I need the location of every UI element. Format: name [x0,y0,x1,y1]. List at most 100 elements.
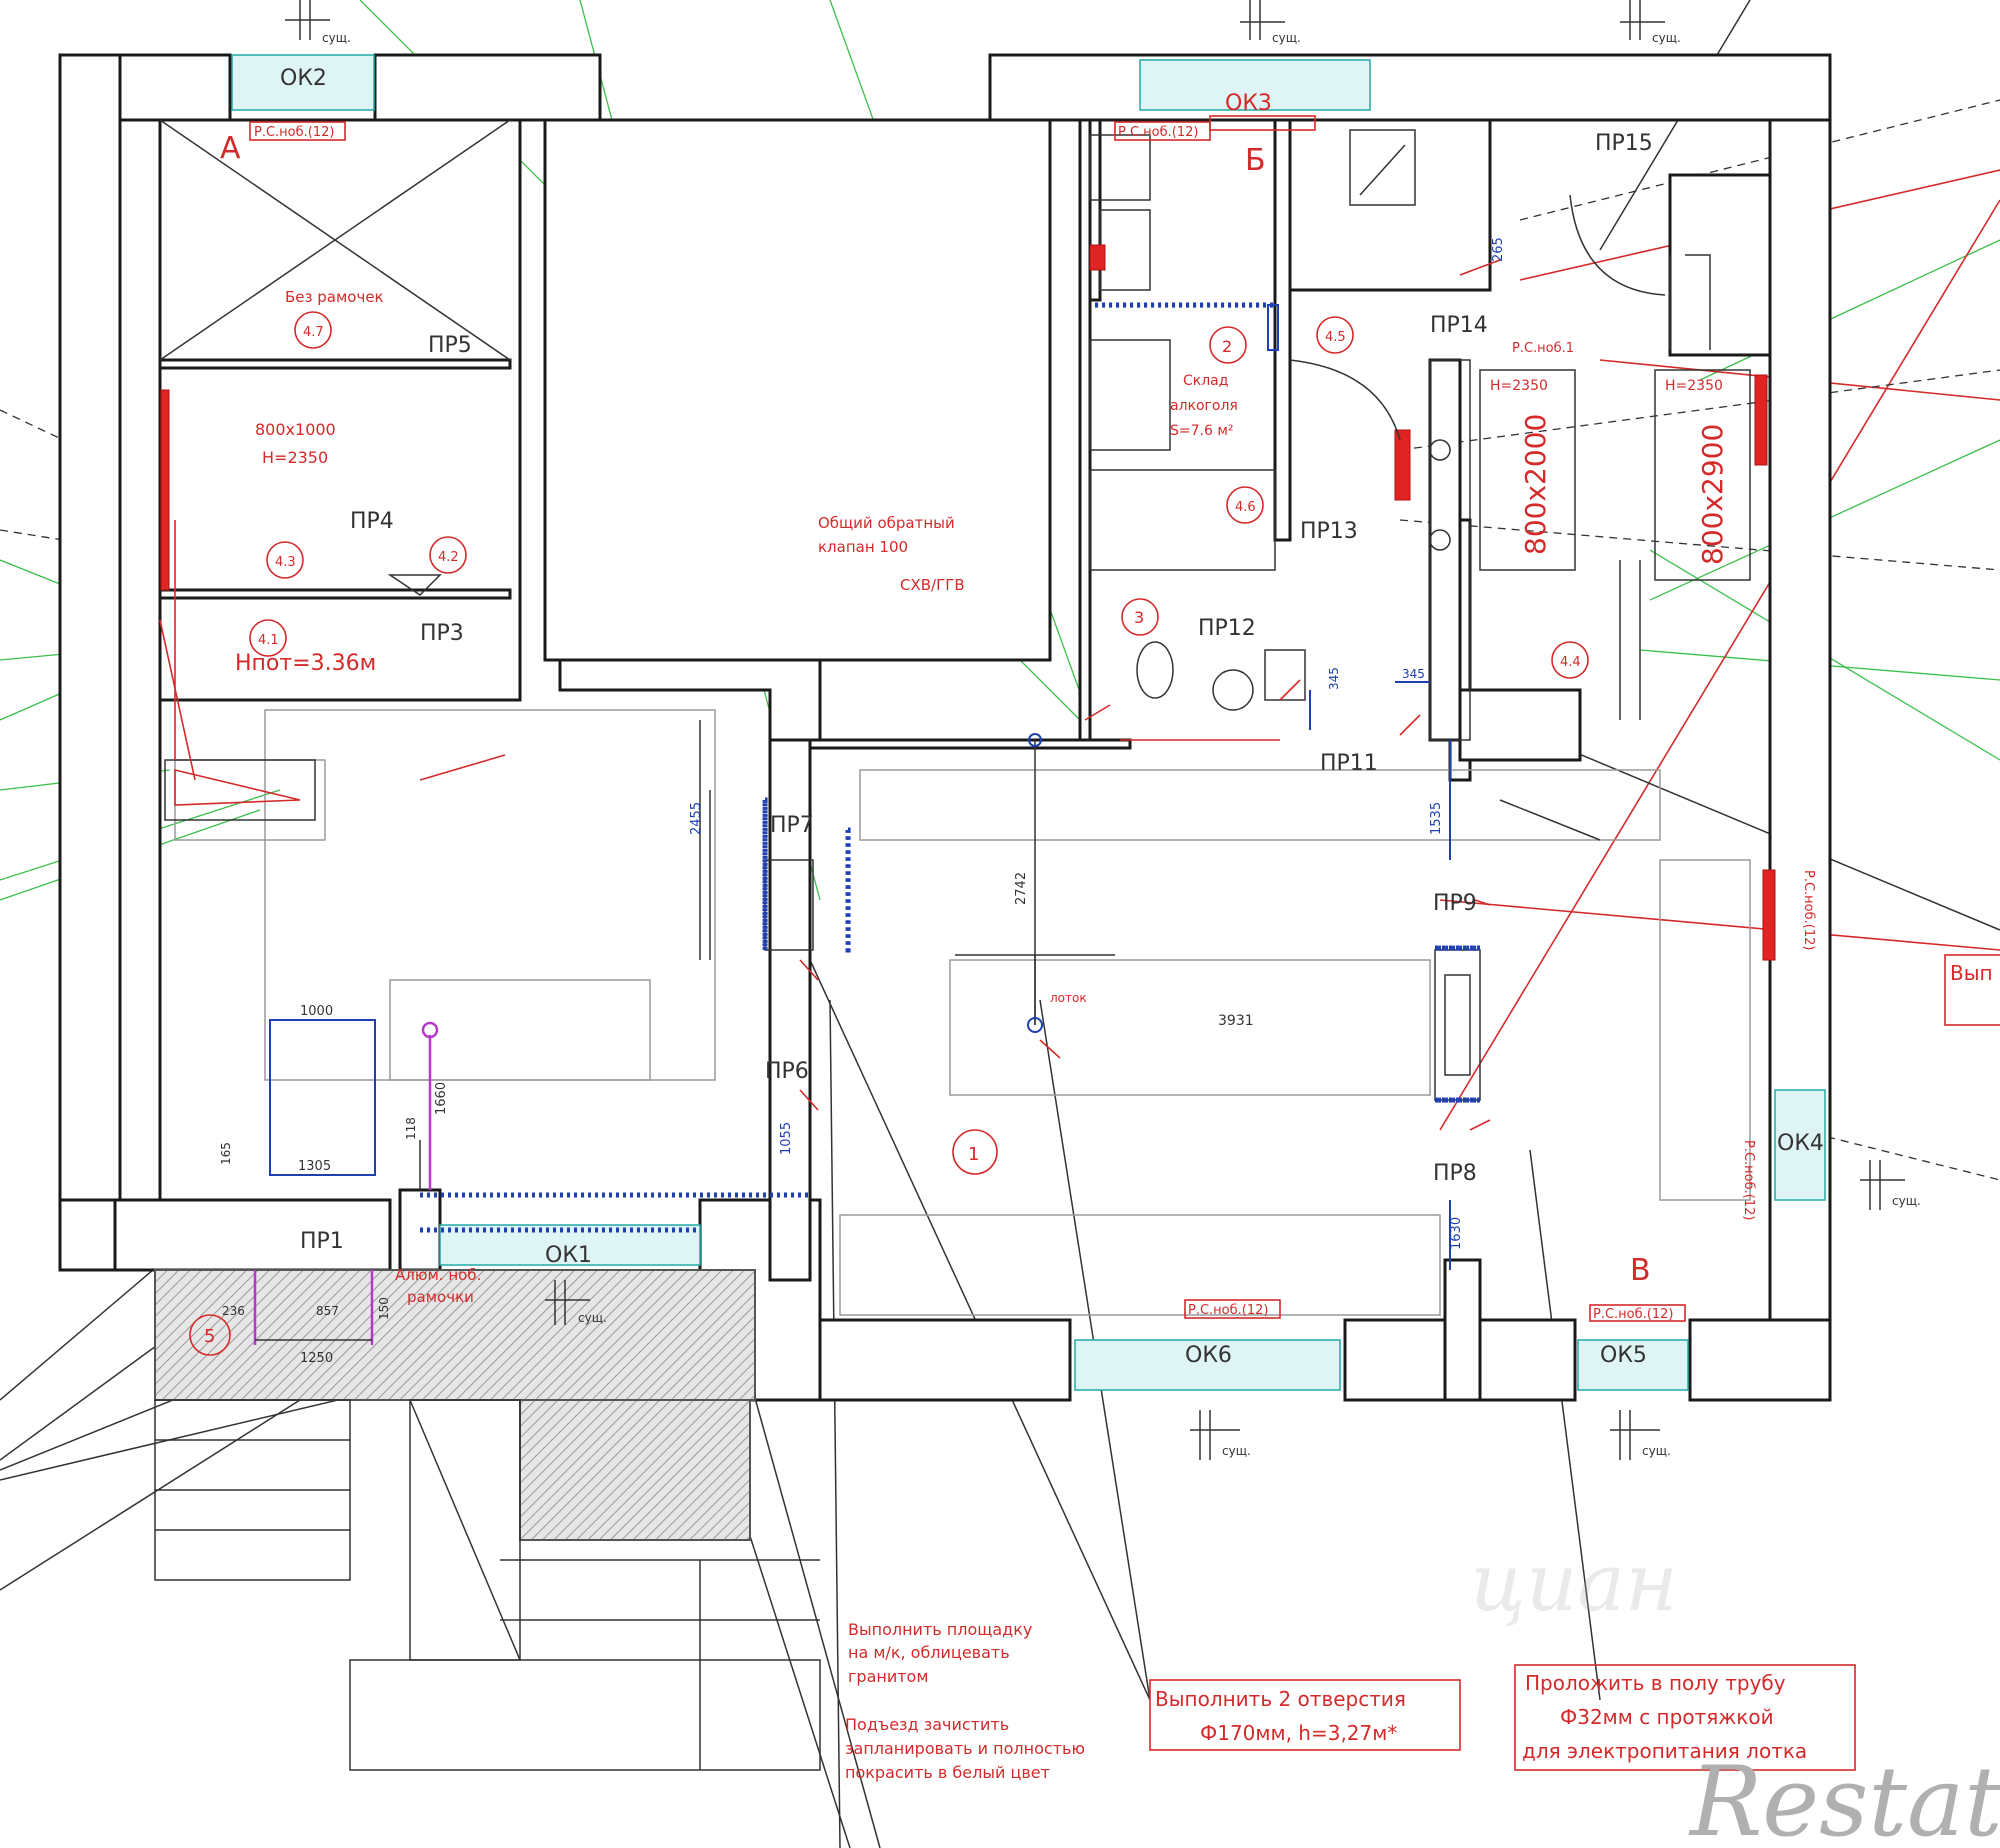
room-number-44: 4.4 [1560,655,1581,670]
label-pr3: ПР3 [420,621,464,646]
label-storage-3: S=7.6 м² [1170,423,1234,439]
note-vyp: Вып [1950,961,1993,985]
note-entrance-2: запланировать и полностью [845,1739,1085,1758]
label-rsn-7: Р.С.ноб.1 [1512,341,1574,356]
label-rsn-6: Р.С.ноб.(12) [1741,1140,1756,1220]
dim-1250: 1250 [300,1351,333,1366]
label-pr4: ПР4 [350,509,394,534]
annotation-boxes [249,115,2000,1771]
label-ok6: ОК6 [1185,1343,1232,1368]
watermark-cian: циан [1470,1536,1678,1629]
label-pr15: ПР15 [1595,131,1653,156]
label-ok2: ОК2 [280,66,327,91]
dim-h2350-b: Н=2350 [1490,378,1548,394]
label-pr11: ПР11 [1320,751,1378,776]
label-ok4: ОК4 [1777,1131,1824,1156]
dimension-lines [253,681,1451,1345]
note-platform-1: Выполнить площадку [848,1620,1032,1639]
dim-1660: 1660 [434,1082,449,1115]
label-section-b: Б [1245,143,1266,178]
dim-236: 236 [222,1304,245,1318]
room-number-41: 4.1 [258,633,279,648]
hatched-stair [519,1399,751,1541]
note-holes-1: Выполнить 2 отверстия [1155,1687,1406,1711]
label-ok5: ОК5 [1600,1343,1647,1368]
label-pr8: ПР8 [1433,1161,1477,1186]
dim-2455: 2455 [689,802,704,835]
room-number-2: 2 [1222,337,1232,356]
dim-345b: 345 [1402,667,1425,681]
windows [231,54,1826,1391]
label-sus-3: сущ. [1652,31,1681,45]
label-pr6: ПР6 [765,1059,809,1084]
label-sus-6: сущ. [1892,1194,1921,1208]
dim-118: 118 [404,1117,418,1140]
dim-345: 345 [1327,667,1341,690]
dim-857: 857 [316,1304,339,1318]
room-circles [189,311,1589,1356]
label-storage-2: алкоголя [1170,398,1238,414]
room-number-45: 4.5 [1325,330,1346,345]
label-storage-1: Склад [1183,373,1228,389]
label-ok3-top: ОК3 [1225,91,1272,116]
dim-800x2900: 800x2900 [1696,424,1729,565]
leader-arrows [421,259,1501,1131]
label-section-v: В [1630,1253,1651,1288]
axis-markers [285,0,1905,1460]
note-pipe-2: Ф32мм с протяжкой [1560,1705,1774,1729]
watermark-restate: Restate [1688,1746,2000,1848]
room-number-1: 1 [968,1144,979,1165]
dim-165: 165 [219,1142,233,1165]
walls [58,53,1832,1402]
label-pr9: ПР9 [1433,891,1477,916]
room-number-46: 4.6 [1235,500,1256,515]
note-platform-2: на м/к, облицевать [848,1643,1010,1662]
fixtures [159,129,1776,1233]
label-section-a: А [220,131,241,166]
label-ok1: ОК1 [545,1243,592,1268]
label-alum-2: рамочки [407,1288,474,1306]
label-alum: Алюм. ноб. [395,1266,481,1284]
dim-1000: 1000 [300,1004,333,1019]
label-tray: лоток [1050,991,1087,1005]
label-sus-2: сущ. [1272,31,1301,45]
text-labels: ОК2 ОК3 ОК1 ОК6 ОК5 ОК4 А Б В ПР1 ПР3 ПР… [204,31,2000,1848]
note-entrance-3: покрасить в белый цвет [845,1763,1050,1782]
label-pr7: ПР7 [770,813,814,838]
label-rsn-3: Р.С.ноб.(12) [1188,1303,1268,1318]
dim-800x1000: 800x1000 [255,420,336,439]
label-sus-7: сущ. [578,1311,607,1325]
dim-800x2000: 800x2000 [1519,414,1552,555]
dim-265: 265 [1491,237,1506,262]
label-pr12: ПР12 [1198,616,1256,641]
note-pipe-1: Проложить в полу трубу [1525,1671,1786,1695]
note-holes-2: Ф170мм, h=3,27м* [1200,1721,1397,1745]
label-pr14: ПР14 [1430,313,1488,338]
label-check-valve-2: клапан 100 [818,538,908,556]
label-no-frames: Без рамочек [285,288,384,306]
label-rsn-4: Р.С.ноб.(12) [1593,1307,1673,1322]
label-check-valve-1: Общий обратный [818,514,955,532]
label-room-height: Нпот=3.36м [235,651,376,676]
room-number-3: 3 [1134,608,1144,627]
room-number-5: 5 [204,1326,215,1347]
label-sus-1: сущ. [322,31,351,45]
note-pipe-3: для электропитания лотка [1522,1739,1807,1763]
room-number-42: 4.2 [438,550,459,565]
dim-150: 150 [377,1297,391,1320]
label-rsn-1: Р.С.ноб.(12) [254,125,334,140]
dim-3931: 3931 [1218,1013,1254,1029]
furniture-outlines [174,709,1751,1316]
staircase [154,1399,821,1771]
dim-h2350: Н=2350 [262,448,328,467]
room-number-47: 4.7 [303,325,324,340]
label-sus-4: сущ. [1222,1444,1251,1458]
note-platform-3: гранитом [848,1667,928,1686]
dim-2742: 2742 [1014,872,1029,905]
label-rsn-2: Р.С.ноб.(12) [1118,125,1198,140]
label-pr5: ПР5 [428,333,472,358]
note-entrance-1: Подъезд зачистить [845,1715,1009,1734]
dim-1305: 1305 [298,1159,331,1174]
label-rsn-5: Р.С.ноб.(12) [1801,870,1816,950]
